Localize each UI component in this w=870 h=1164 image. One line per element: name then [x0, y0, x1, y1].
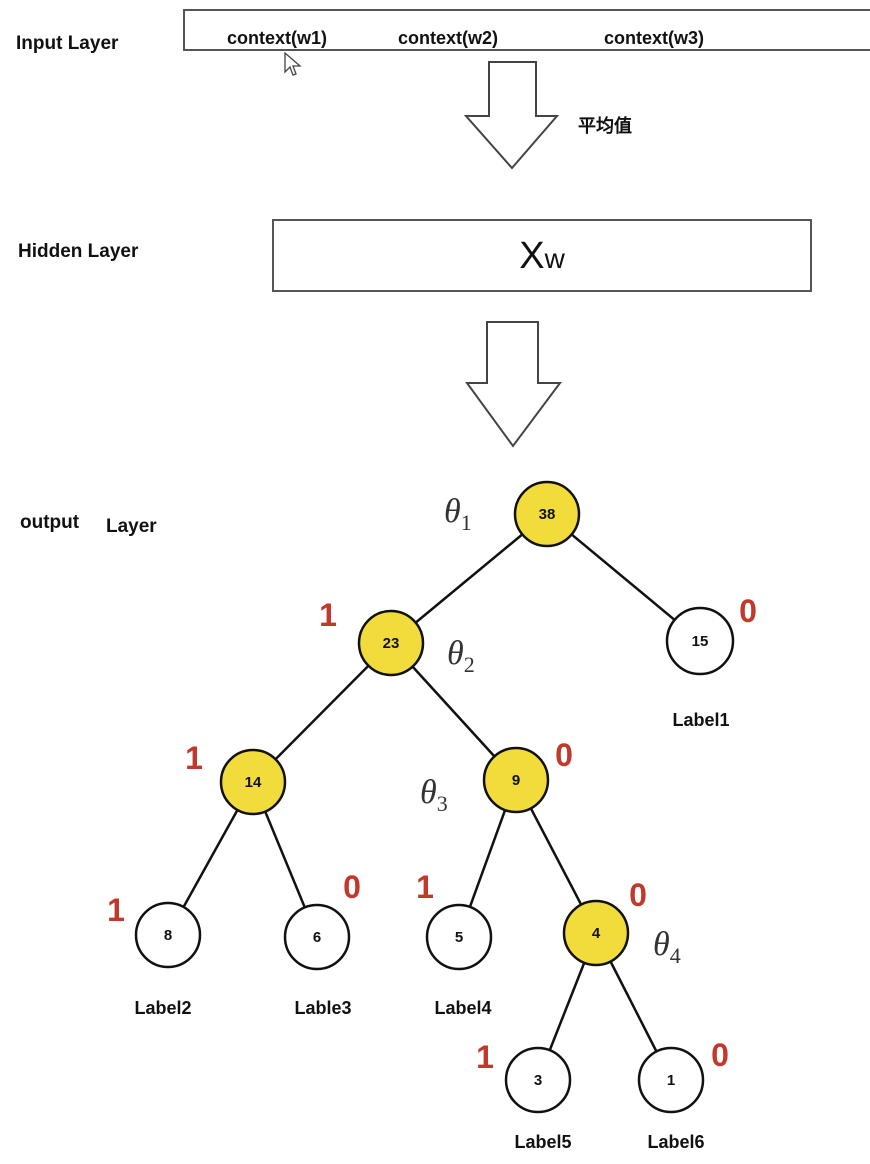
edge-code-n23-n14: 1	[185, 740, 203, 776]
leaf-label-n6: Lable3	[294, 998, 351, 1018]
tree-edge-n4-n1	[609, 960, 658, 1053]
tree-node-n8	[134, 901, 202, 969]
tree-node-value-n38: 38	[539, 506, 556, 523]
tree-node-n38	[513, 480, 581, 548]
tree-edge-n38-n15	[570, 533, 676, 621]
tree-node-value-n4: 4	[592, 925, 601, 942]
input-layer-box	[183, 9, 870, 51]
leaf-label-n1: Label6	[647, 1132, 704, 1152]
tree-edge-n23-n9	[411, 665, 496, 758]
edge-code-n23-n9: 0	[555, 737, 573, 773]
output-layer-label-word1: output	[20, 512, 80, 533]
tree-node-value-n1: 1	[667, 1072, 675, 1089]
edge-code-n4-n1: 0	[711, 1037, 729, 1073]
leaf-label-n8: Label2	[134, 998, 191, 1018]
tree-edge-n14-n6	[264, 811, 306, 908]
tree-node-value-n5: 5	[455, 929, 463, 946]
leaf-label-n15: Label1	[672, 710, 729, 730]
input-layer-label: Input Layer	[16, 33, 119, 54]
hidden-layer-label: Hidden Layer	[18, 241, 139, 262]
average-label: 平均值	[578, 116, 632, 136]
tree-edge-n9-n4	[529, 807, 583, 906]
tree-node-n14	[219, 748, 287, 816]
tree-node-value-n14: 14	[245, 774, 262, 791]
down-arrow-2	[465, 321, 562, 448]
tree-node-value-n15: 15	[692, 633, 709, 650]
tree-node-n15	[665, 606, 735, 676]
tree-node-n1	[637, 1046, 705, 1114]
tree-edge-n38-n23	[414, 533, 524, 624]
edge-code-n9-n4: 0	[629, 877, 647, 913]
tree-node-n3	[504, 1046, 572, 1114]
tree-edge-n9-n5	[468, 809, 507, 908]
tree-edge-n23-n14	[274, 664, 370, 761]
context-w1: context(w1)	[227, 28, 328, 48]
context-w3: context(w3)	[604, 28, 705, 48]
tree-node-value-n9: 9	[512, 772, 520, 789]
leaf-label-n5: Label4	[434, 998, 491, 1018]
down-arrow-1	[463, 61, 560, 170]
leaf-label-n3: Label5	[514, 1132, 571, 1152]
tree-node-value-n3: 3	[534, 1072, 542, 1089]
edge-code-n9-n5: 1	[416, 869, 434, 905]
theta-1: θ1	[444, 493, 472, 535]
hidden-value: Xw	[519, 234, 565, 277]
edge-code-n4-n3: 1	[476, 1039, 494, 1075]
tree-node-value-n23: 23	[383, 635, 400, 652]
tree-node-value-n6: 6	[313, 929, 321, 946]
edge-code-n14-n6: 0	[343, 869, 361, 905]
mouse-cursor-icon	[284, 52, 302, 76]
theta-4: θ4	[653, 926, 681, 968]
tree-node-n23	[357, 609, 425, 677]
edge-code-n14-n8: 1	[107, 892, 125, 928]
theta-2: θ2	[447, 635, 475, 677]
tree-node-n9	[482, 746, 550, 814]
output-layer-label-word2: Layer	[106, 516, 157, 537]
context-w2: context(w2)	[398, 28, 499, 48]
tree-node-value-n8: 8	[164, 927, 172, 944]
hidden-layer-box: Xw	[272, 219, 812, 292]
edge-code-n38-n15: 0	[739, 593, 757, 629]
tree-edge-n4-n3	[548, 962, 586, 1051]
tree-node-n4	[562, 899, 630, 967]
tree-edge-n14-n8	[182, 809, 239, 908]
tree-node-n5	[425, 903, 493, 971]
tree-node-n6	[283, 903, 351, 971]
edge-code-n38-n23: 1	[319, 597, 337, 633]
theta-3: θ3	[420, 774, 448, 816]
